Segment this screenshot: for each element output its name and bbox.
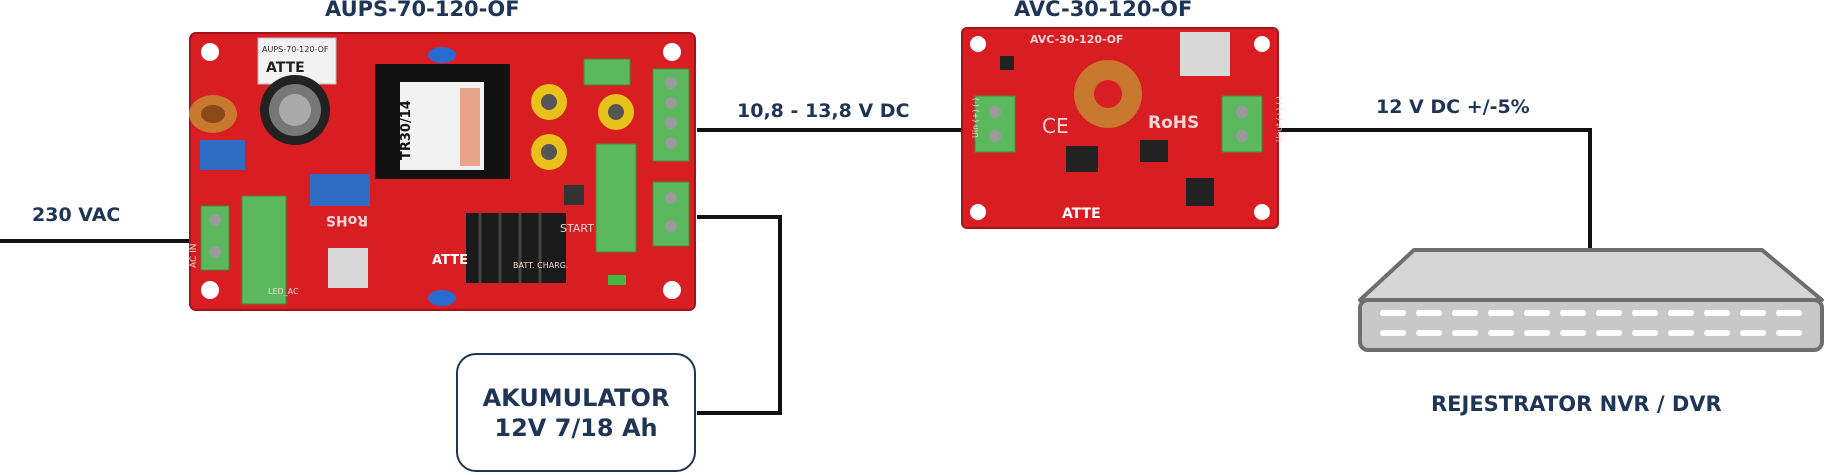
aups-logo: ATTE xyxy=(432,253,468,268)
avc-uout-label: Uout (+) (-) xyxy=(1275,96,1284,142)
avc-rohs: RoHS xyxy=(1148,113,1199,133)
wires xyxy=(0,128,1592,415)
ac-in-label: AC IN xyxy=(189,243,199,268)
batt-charg-label: BATT. CHARG. xyxy=(513,261,568,270)
battery-line2: 12V 7/18 Ah xyxy=(494,413,658,442)
avc-uin-label: Uin (+) (-) xyxy=(971,98,980,138)
battery-box: AKUMULATOR 12V 7/18 Ah xyxy=(456,353,696,472)
aups-board: AUPS-70-120-OF ATTE TR30/14 xyxy=(189,32,696,311)
battery-wire xyxy=(697,215,782,415)
avc-silk-title: AVC-30-120-OF xyxy=(1030,33,1123,46)
output-voltage-label: 12 V DC +/-5% xyxy=(1376,96,1530,118)
nvr-title: REJESTRATOR NVR / DVR xyxy=(1431,392,1722,416)
mid-voltage-label: 10,8 - 13,8 V DC xyxy=(737,100,910,122)
avc-ce: CE xyxy=(1042,114,1069,138)
aups-title: AUPS-70-120-OF xyxy=(325,0,520,21)
led-ac-label: LED_AC xyxy=(268,287,299,296)
aups-sticker-logo: ATTE xyxy=(266,60,305,76)
aups-sticker-text: AUPS-70-120-OF xyxy=(262,45,329,54)
aups-rohs: RoHS xyxy=(326,212,368,228)
output-wire xyxy=(1277,128,1592,252)
avc-logo: ATTE xyxy=(1062,206,1101,222)
avc-title: AVC-30-120-OF xyxy=(1014,0,1193,21)
input-voltage-label: 230 VAC xyxy=(32,204,121,226)
transformer-label: TR30/14 xyxy=(399,100,414,160)
nvr-vent-slots xyxy=(1380,310,1802,336)
start-label: START xyxy=(560,222,594,235)
nvr-device xyxy=(1358,248,1824,352)
avc-board: AVC-30-120-OF CE RoHS ATTE Uin (+) (-) U… xyxy=(961,27,1284,229)
battery-line1: AKUMULATOR xyxy=(482,383,670,412)
